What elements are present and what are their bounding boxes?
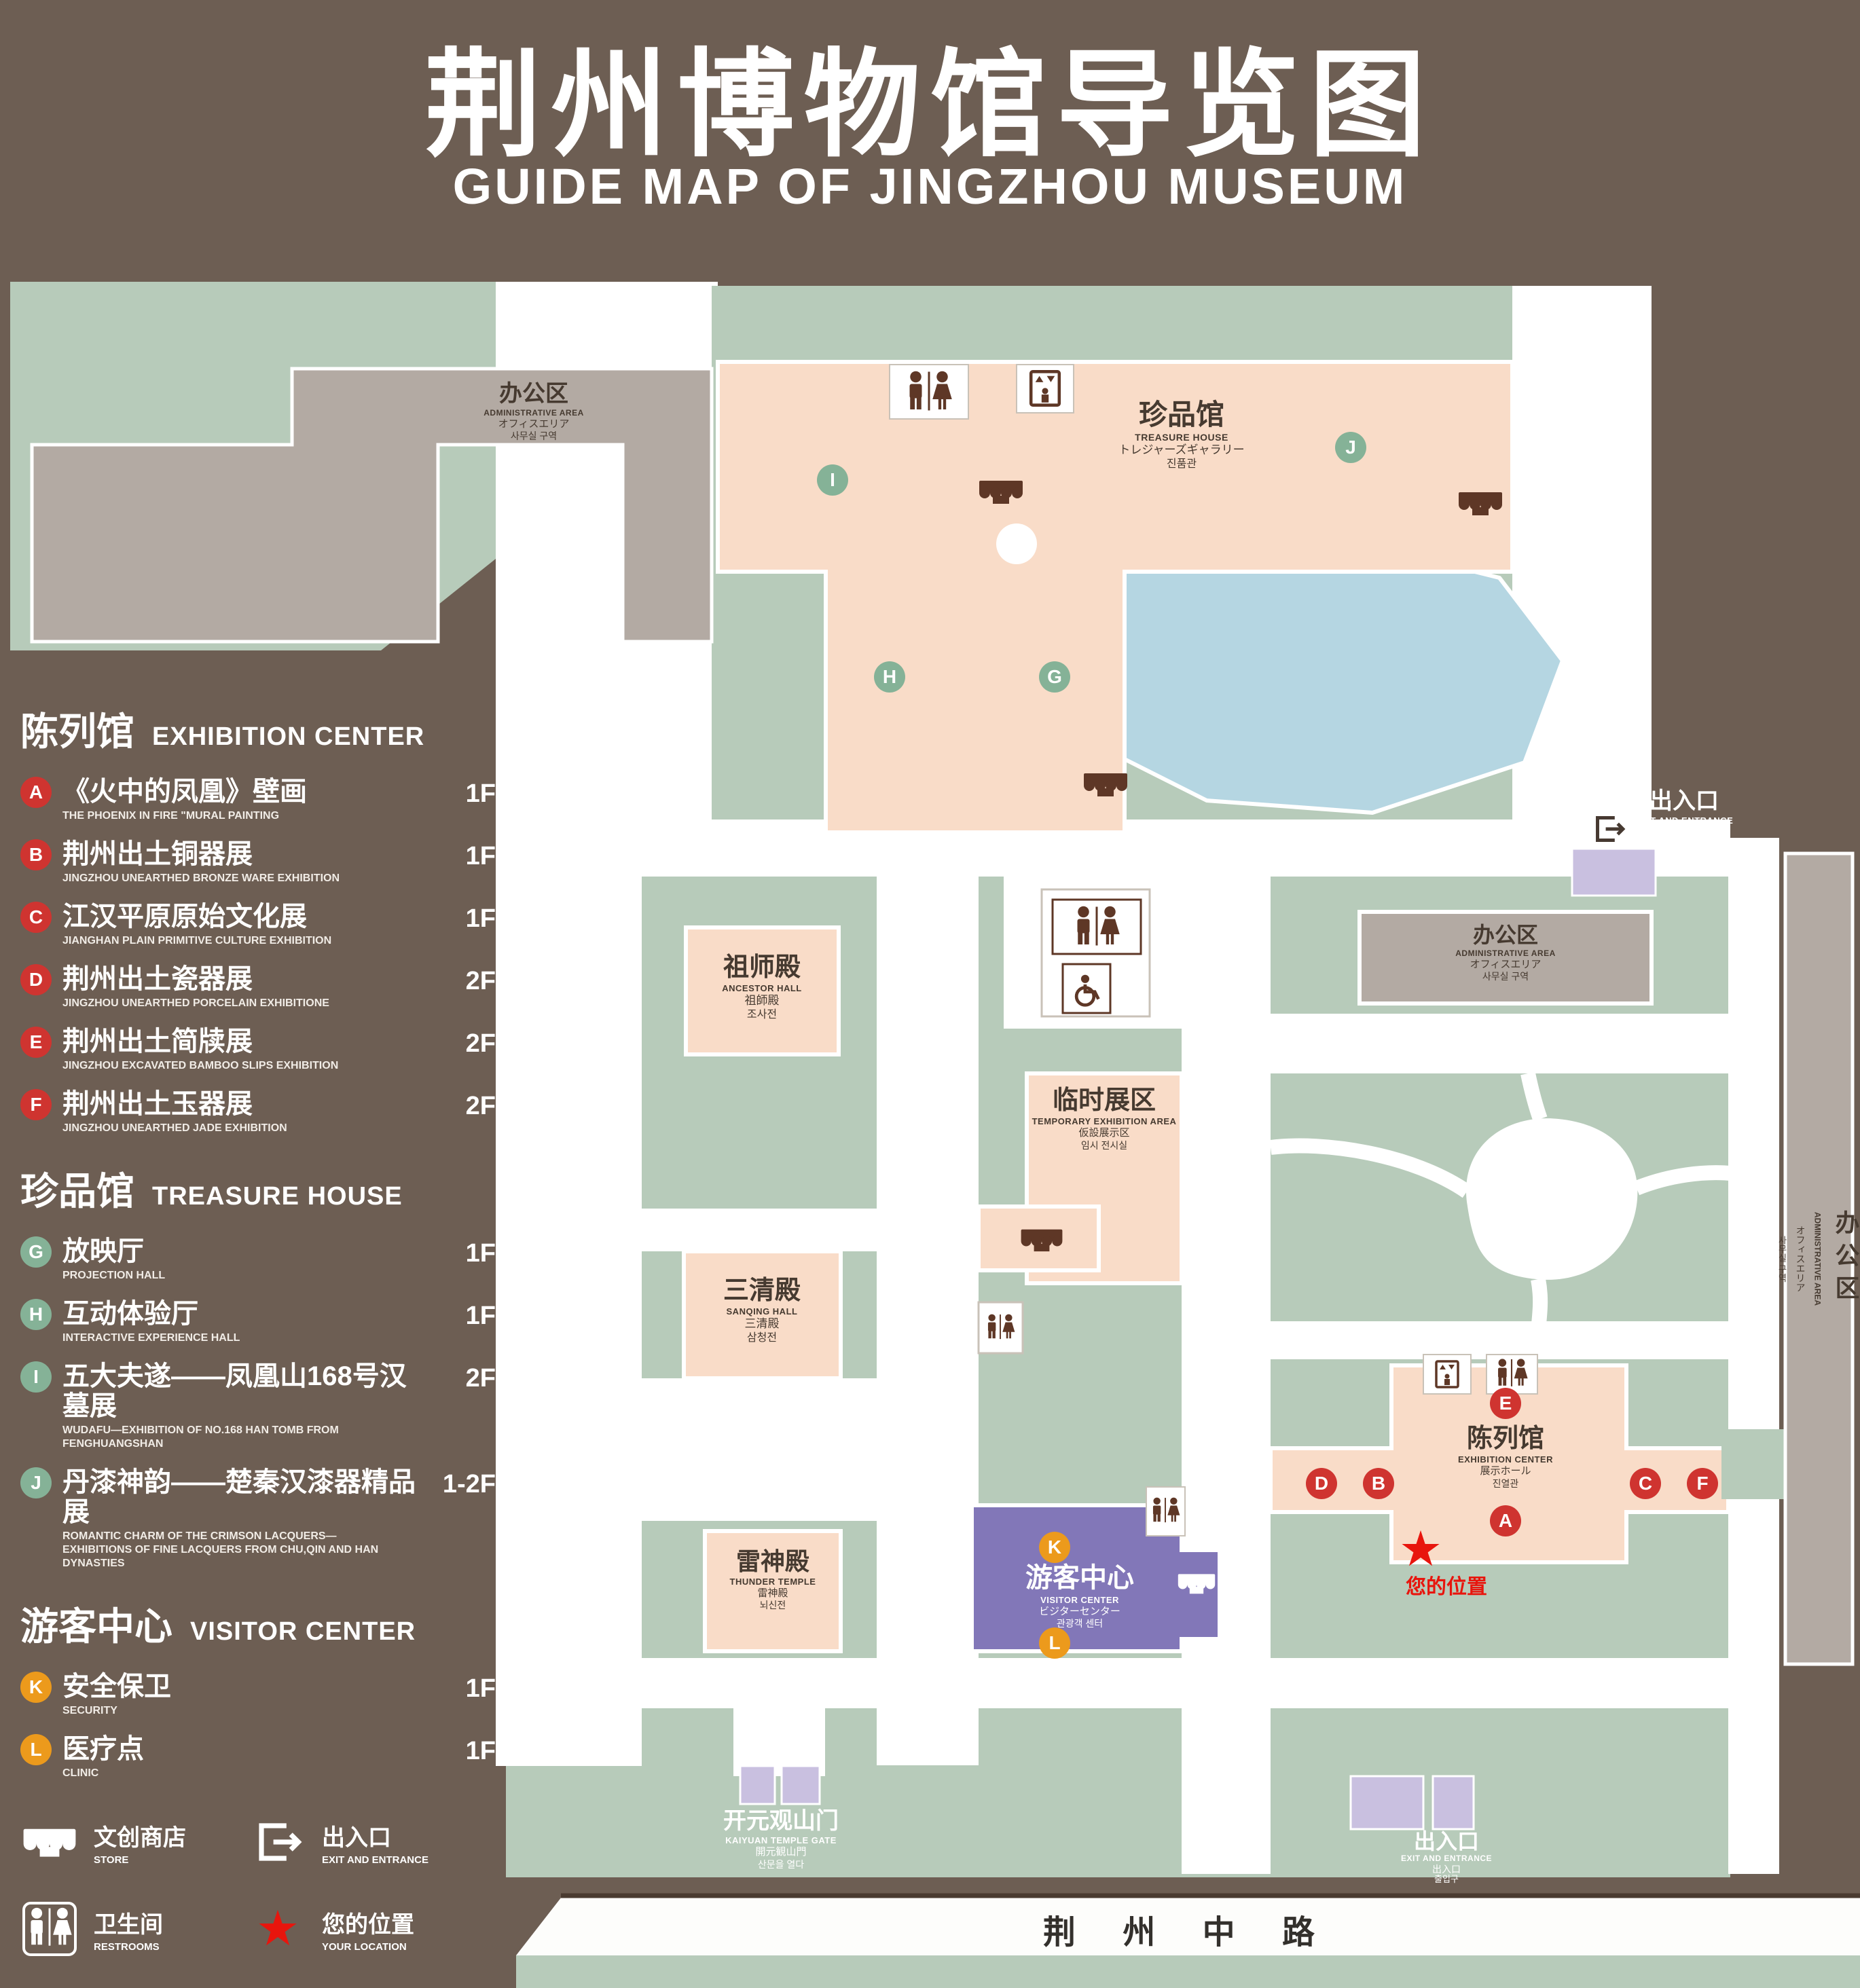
location-star-icon: ★ (255, 1902, 300, 1956)
item-floor: 2F (465, 1029, 496, 1058)
section-title-en: TREASURE HOUSE (152, 1182, 403, 1211)
item-en: JINGZHOU UNEARTHED PORCELAIN EXHIBITIONE (62, 997, 329, 1009)
letter-badge: F (20, 1089, 52, 1120)
item-zh: 医疗点 (62, 1734, 144, 1764)
item-floor: 2F (465, 1364, 496, 1393)
item-en: JINGZHOU UNEARTHED JADE EXHIBITION (62, 1122, 287, 1134)
thunder-temple-building (703, 1529, 843, 1653)
legend-item-K: K 安全保卫 SECURITY 1F (20, 1672, 496, 1718)
item-zh: 江汉平原原始文化展 (62, 902, 307, 932)
item-zh: 荆州出土玉器展 (62, 1089, 253, 1119)
section-title-en: EXHIBITION CENTER (152, 722, 425, 751)
item-en: SECURITY (62, 1705, 117, 1716)
northeast-courtyard (1512, 286, 1652, 838)
ancestor-hall-building (684, 925, 841, 1056)
legend-section-exhibition-center: 陈列馆 EXHIBITION CENTER (20, 701, 496, 756)
entrance-structures (739, 847, 1657, 1830)
letter-badge: G (20, 1236, 52, 1268)
item-floor: 1F (465, 1737, 496, 1765)
treasure-house-building (716, 360, 1514, 834)
item-en: INTERACTIVE EXPERIENCE HALL (62, 1332, 240, 1344)
item-floor: 1F (465, 1674, 496, 1703)
letter-badge: B (20, 839, 52, 870)
item-floor: 1F (465, 842, 496, 870)
letter-badge: I (20, 1361, 52, 1393)
letter-badge: K (20, 1672, 52, 1703)
east-connector (1721, 1429, 1785, 1499)
item-floor: 1F (465, 1302, 496, 1330)
section-title-zh: 珍品馆 (20, 1170, 134, 1213)
legend-item-B: B 荆州出土铜器展 JINGZHOU UNEARTHED BRONZE WARE … (20, 839, 496, 885)
restroom-icon (20, 1900, 79, 1958)
legend-item-E: E 荆州出土简牍展 JINGZHOU EXCAVATED BAMBOO SLIPS… (20, 1027, 496, 1073)
letter-badge: H (20, 1299, 52, 1330)
item-zh: 放映厅 (62, 1236, 144, 1266)
item-zh: 丹漆神韵——楚秦汉漆器精品展 (62, 1467, 416, 1527)
item-en: JINGZHOU UNEARTHED BRONZE WARE EXHIBITIO… (62, 872, 340, 884)
legend-item-D: D 荆州出土瓷器展 JINGZHOU UNEARTHED PORCELAIN EX… (20, 964, 496, 1010)
legend-section-visitor-center: 游客中心 VISITOR CENTER (20, 1596, 496, 1651)
exit-icon (249, 1813, 307, 1871)
legend-item-F: F 荆州出土玉器展 JINGZHOU UNEARTHED JADE EXHIBIT… (20, 1089, 496, 1135)
item-en: CLINIC (62, 1767, 99, 1779)
item-zh: 五大夫遂——凤凰山168号汉墓展 (62, 1361, 407, 1421)
item-floor: 2F (465, 1092, 496, 1120)
legend-item-I: I 五大夫遂——凤凰山168号汉墓展 WUDAFU—EXHIBITION OF N… (20, 1361, 496, 1451)
walking-paths (496, 650, 1779, 1874)
letter-badge: L (20, 1734, 52, 1765)
item-zh: 荆州出土简牍展 (62, 1027, 253, 1056)
legend-section-treasure-house: 珍品馆 TREASURE HOUSE (20, 1161, 496, 1216)
item-en: JIANGHAN PLAIN PRIMITIVE CULTURE EXHIBIT… (62, 935, 332, 946)
item-floor: 1F (465, 904, 496, 933)
item-en: PROJECTION HALL (62, 1270, 166, 1281)
letter-badge: A (20, 777, 52, 808)
legend-item-C: C 江汉平原原始文化展 JIANGHAN PLAIN PRIMITIVE CULT… (20, 902, 496, 948)
item-zh: 荆州出土铜器展 (62, 839, 253, 869)
legend-item-G: G 放映厅 PROJECTION HALL 1F (20, 1236, 496, 1283)
item-floor: 1F (465, 779, 496, 808)
map-icons (889, 364, 1635, 1594)
store-icon (20, 1813, 79, 1871)
item-floor: 1-2F (442, 1470, 496, 1498)
item-zh: 互动体验厅 (62, 1299, 198, 1329)
letter-badge: D (20, 964, 52, 995)
item-floor: 1F (465, 1239, 496, 1268)
section-title-zh: 游客中心 (20, 1605, 172, 1648)
legend-item-L: L 医疗点 CLINIC 1F (20, 1734, 496, 1780)
legend-item-A: A 《火中的凤凰》壁画 THE PHOENIX IN FIRE "MURAL PA… (20, 777, 496, 823)
item-zh: 荆州出土瓷器展 (62, 964, 253, 994)
exhibition-center-building (1269, 1363, 1730, 1564)
item-en: THE PHOENIX IN FIRE "MURAL PAINTING (62, 810, 280, 822)
letter-badge: J (20, 1467, 52, 1498)
sanqing-hall-building (682, 1249, 843, 1380)
section-title-zh: 陈列馆 (20, 710, 134, 753)
road-verge (516, 1955, 1860, 1988)
page-subtitle: GUIDE MAP OF JINGZHOU MUSEUM (452, 158, 1408, 215)
item-en: ROMANTIC CHARM OF THE CRIMSON LACQUERS—E… (62, 1530, 379, 1569)
garden (1269, 1071, 1731, 1325)
page-title: 荆州博物馆导览图 (424, 40, 1436, 170)
item-floor: 2F (465, 967, 496, 995)
legend-item-H: H 互动体验厅 INTERACTIVE EXPERIENCE HALL 1F (20, 1299, 496, 1345)
admin-strip-east (1783, 851, 1855, 1666)
item-en: WUDAFU—EXHIBITION OF NO.168 HAN TOMB FRO… (62, 1424, 339, 1450)
legend-sidebar: 陈列馆 EXHIBITION CENTER A 《火中的凤凰》壁画 THE PHO… (20, 676, 496, 1988)
item-zh: 安全保卫 (62, 1672, 171, 1701)
section-title-en: VISITOR CENTER (190, 1617, 416, 1646)
round-plaza (996, 523, 1037, 564)
admin-building-northwest (30, 367, 714, 644)
item-zh: 《火中的凤凰》壁画 (62, 777, 307, 807)
road (516, 1894, 1860, 1955)
item-en: JINGZHOU EXCAVATED BAMBOO SLIPS EXHIBITI… (62, 1060, 339, 1071)
admin-building-east (1357, 910, 1654, 1006)
letter-badge: E (20, 1027, 52, 1058)
letter-badge: C (20, 902, 52, 933)
